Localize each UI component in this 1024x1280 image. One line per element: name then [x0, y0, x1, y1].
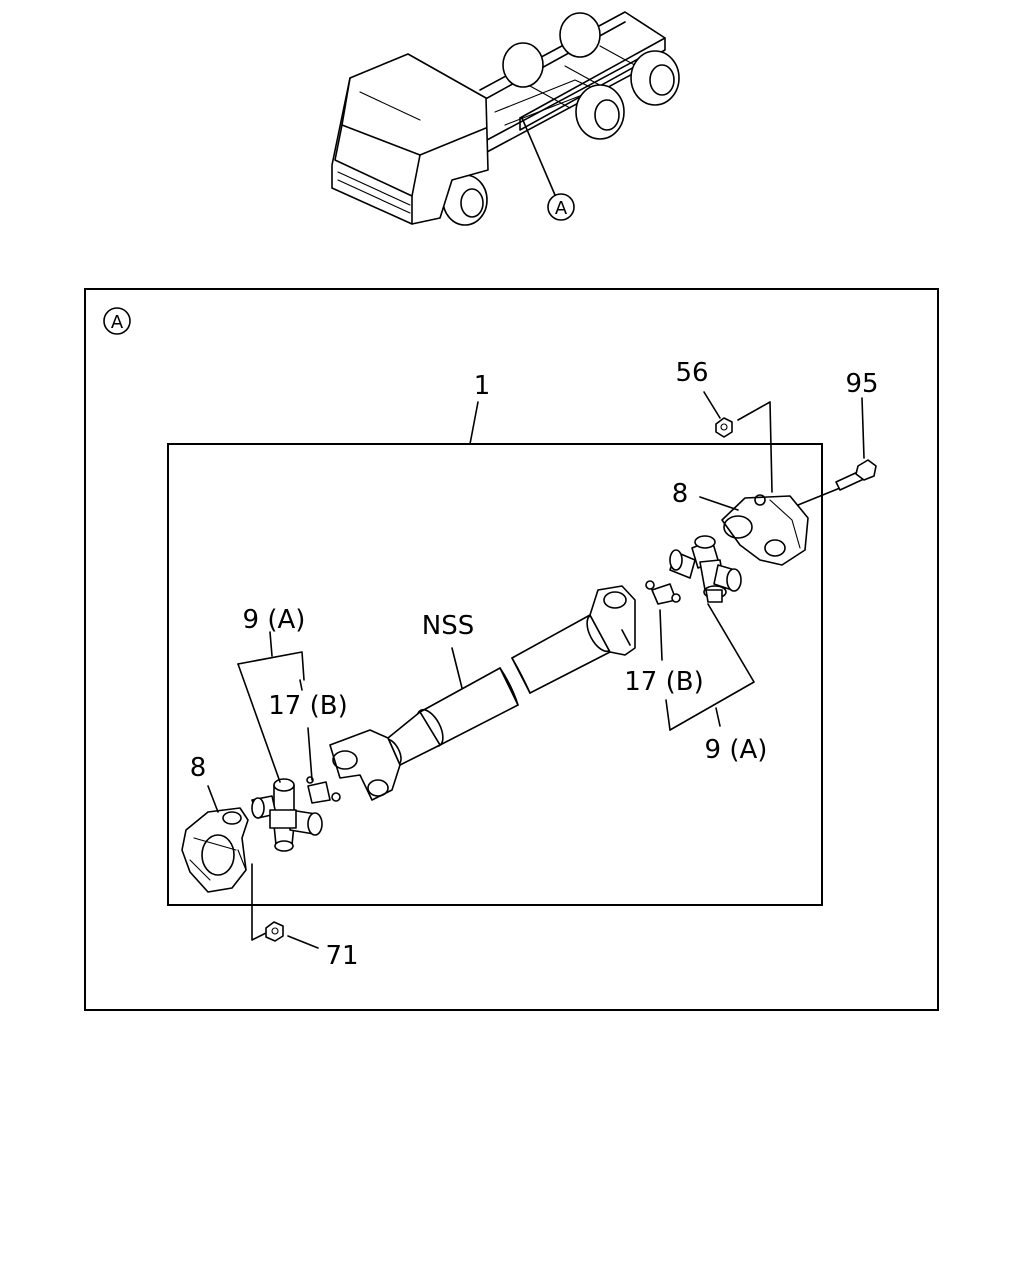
- yoke-right-leader: [699, 496, 739, 511]
- kit-right-leader: [715, 707, 721, 727]
- kit-left-bracket: [237, 651, 305, 681]
- nut-bottom-leader: [287, 935, 319, 949]
- yoke-left-leader: [207, 785, 219, 813]
- nut-top-bracket: [737, 401, 773, 493]
- detail-frame: [84, 288, 939, 1011]
- truck-cab: [331, 53, 489, 225]
- kit-left-label: 9 (A): [243, 605, 306, 635]
- overview-leader: [521, 117, 556, 196]
- nut-bottom-label: 71: [325, 941, 358, 971]
- kit-left-leader: [237, 663, 281, 783]
- bolt-leader: [861, 397, 865, 459]
- truck-overview: A: [331, 11, 680, 226]
- nut-56: [715, 417, 733, 438]
- propeller-shaft: [329, 585, 636, 801]
- assembly-leader: [469, 401, 479, 445]
- bolt-label: 95: [845, 369, 878, 399]
- truck-wheels: [442, 12, 680, 226]
- svg-text:A: A: [111, 312, 124, 333]
- nut-bottom-bracket: [251, 863, 269, 941]
- nut-71: [265, 921, 284, 942]
- bolt-95: [797, 459, 877, 506]
- kit-left-leader-top: [269, 631, 273, 657]
- grease-fitting-right: [645, 580, 681, 605]
- assembly-boundary: [167, 443, 823, 906]
- nut-top-label: 56: [675, 358, 708, 388]
- nut-top-leader: [703, 391, 721, 419]
- yoke-right-label: 8: [672, 479, 689, 509]
- svg-text:A: A: [555, 198, 568, 219]
- fitting-left-leader: [307, 727, 313, 781]
- assembly-number: 1: [474, 371, 491, 401]
- kit-right-bracket-end: [665, 699, 671, 731]
- nss-leader: [451, 647, 463, 689]
- yoke-left-label: 8: [190, 753, 207, 783]
- kit-right-label: 9 (A): [705, 735, 768, 765]
- fitting-right-label: 17 (B): [624, 667, 703, 697]
- fitting-right-leader: [659, 609, 663, 661]
- detail-callout: A: [103, 307, 131, 335]
- overview-callout: A: [547, 193, 575, 221]
- universal-joint-right: [669, 535, 742, 603]
- fitting-left-leader-top: [299, 679, 303, 691]
- kit-right-bracket: [669, 603, 755, 731]
- universal-joint-left: [251, 778, 323, 852]
- flange-yoke-right: [721, 494, 809, 566]
- nss-label: NSS: [422, 611, 474, 641]
- flange-yoke-left: [181, 807, 249, 893]
- fitting-left-label: 17 (B): [268, 691, 347, 721]
- grease-fitting-left: [306, 776, 341, 804]
